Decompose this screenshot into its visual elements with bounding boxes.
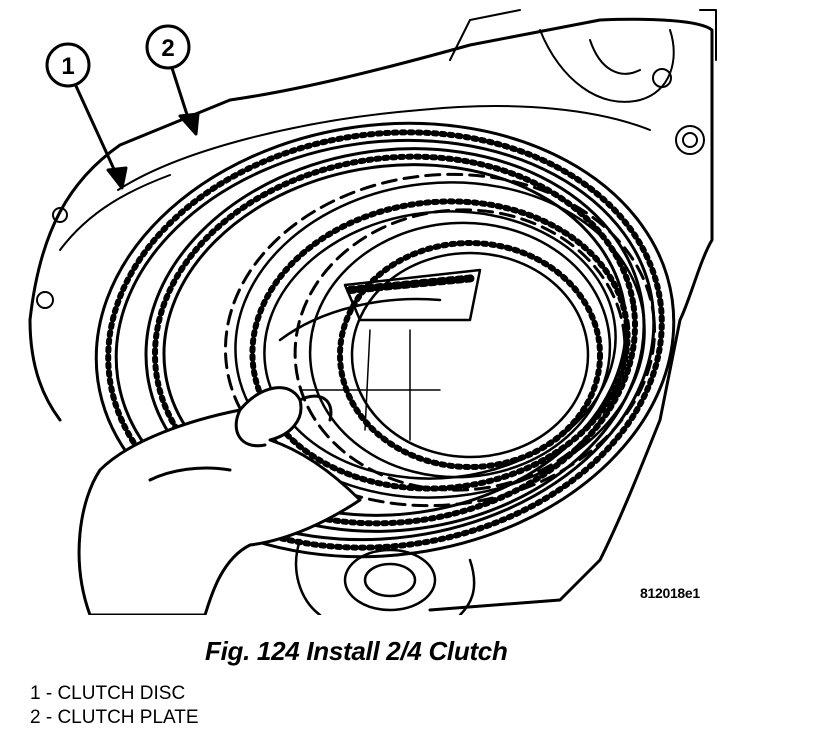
callout-2-circle: 2 — [145, 24, 191, 70]
figure-caption: Fig. 124 Install 2/4 Clutch — [205, 636, 508, 666]
hub-gear — [278, 268, 482, 441]
case-lower-boss — [294, 538, 476, 615]
technician-hand — [77, 386, 362, 615]
callout-leaders — [74, 66, 200, 190]
figure-code: 812018e1 — [640, 585, 700, 601]
legend: 1 - CLUTCH DISC 2 - CLUTCH PLATE — [30, 682, 199, 730]
legend-item-clutch-disc: 1 - CLUTCH DISC — [30, 683, 186, 704]
clutch-plate-stack — [223, 172, 657, 508]
callout-2-number: 2 — [161, 35, 174, 62]
clutch-installation-illustration: 1 2 — [28, 9, 717, 615]
transmission-case — [28, 9, 717, 612]
clutch-disc-stack — [94, 121, 676, 559]
callout-1-number: 1 — [61, 53, 74, 80]
legend-item-clutch-plate: 2 - CLUTCH PLATE — [30, 707, 199, 728]
callout-1-circle: 1 — [45, 42, 91, 88]
